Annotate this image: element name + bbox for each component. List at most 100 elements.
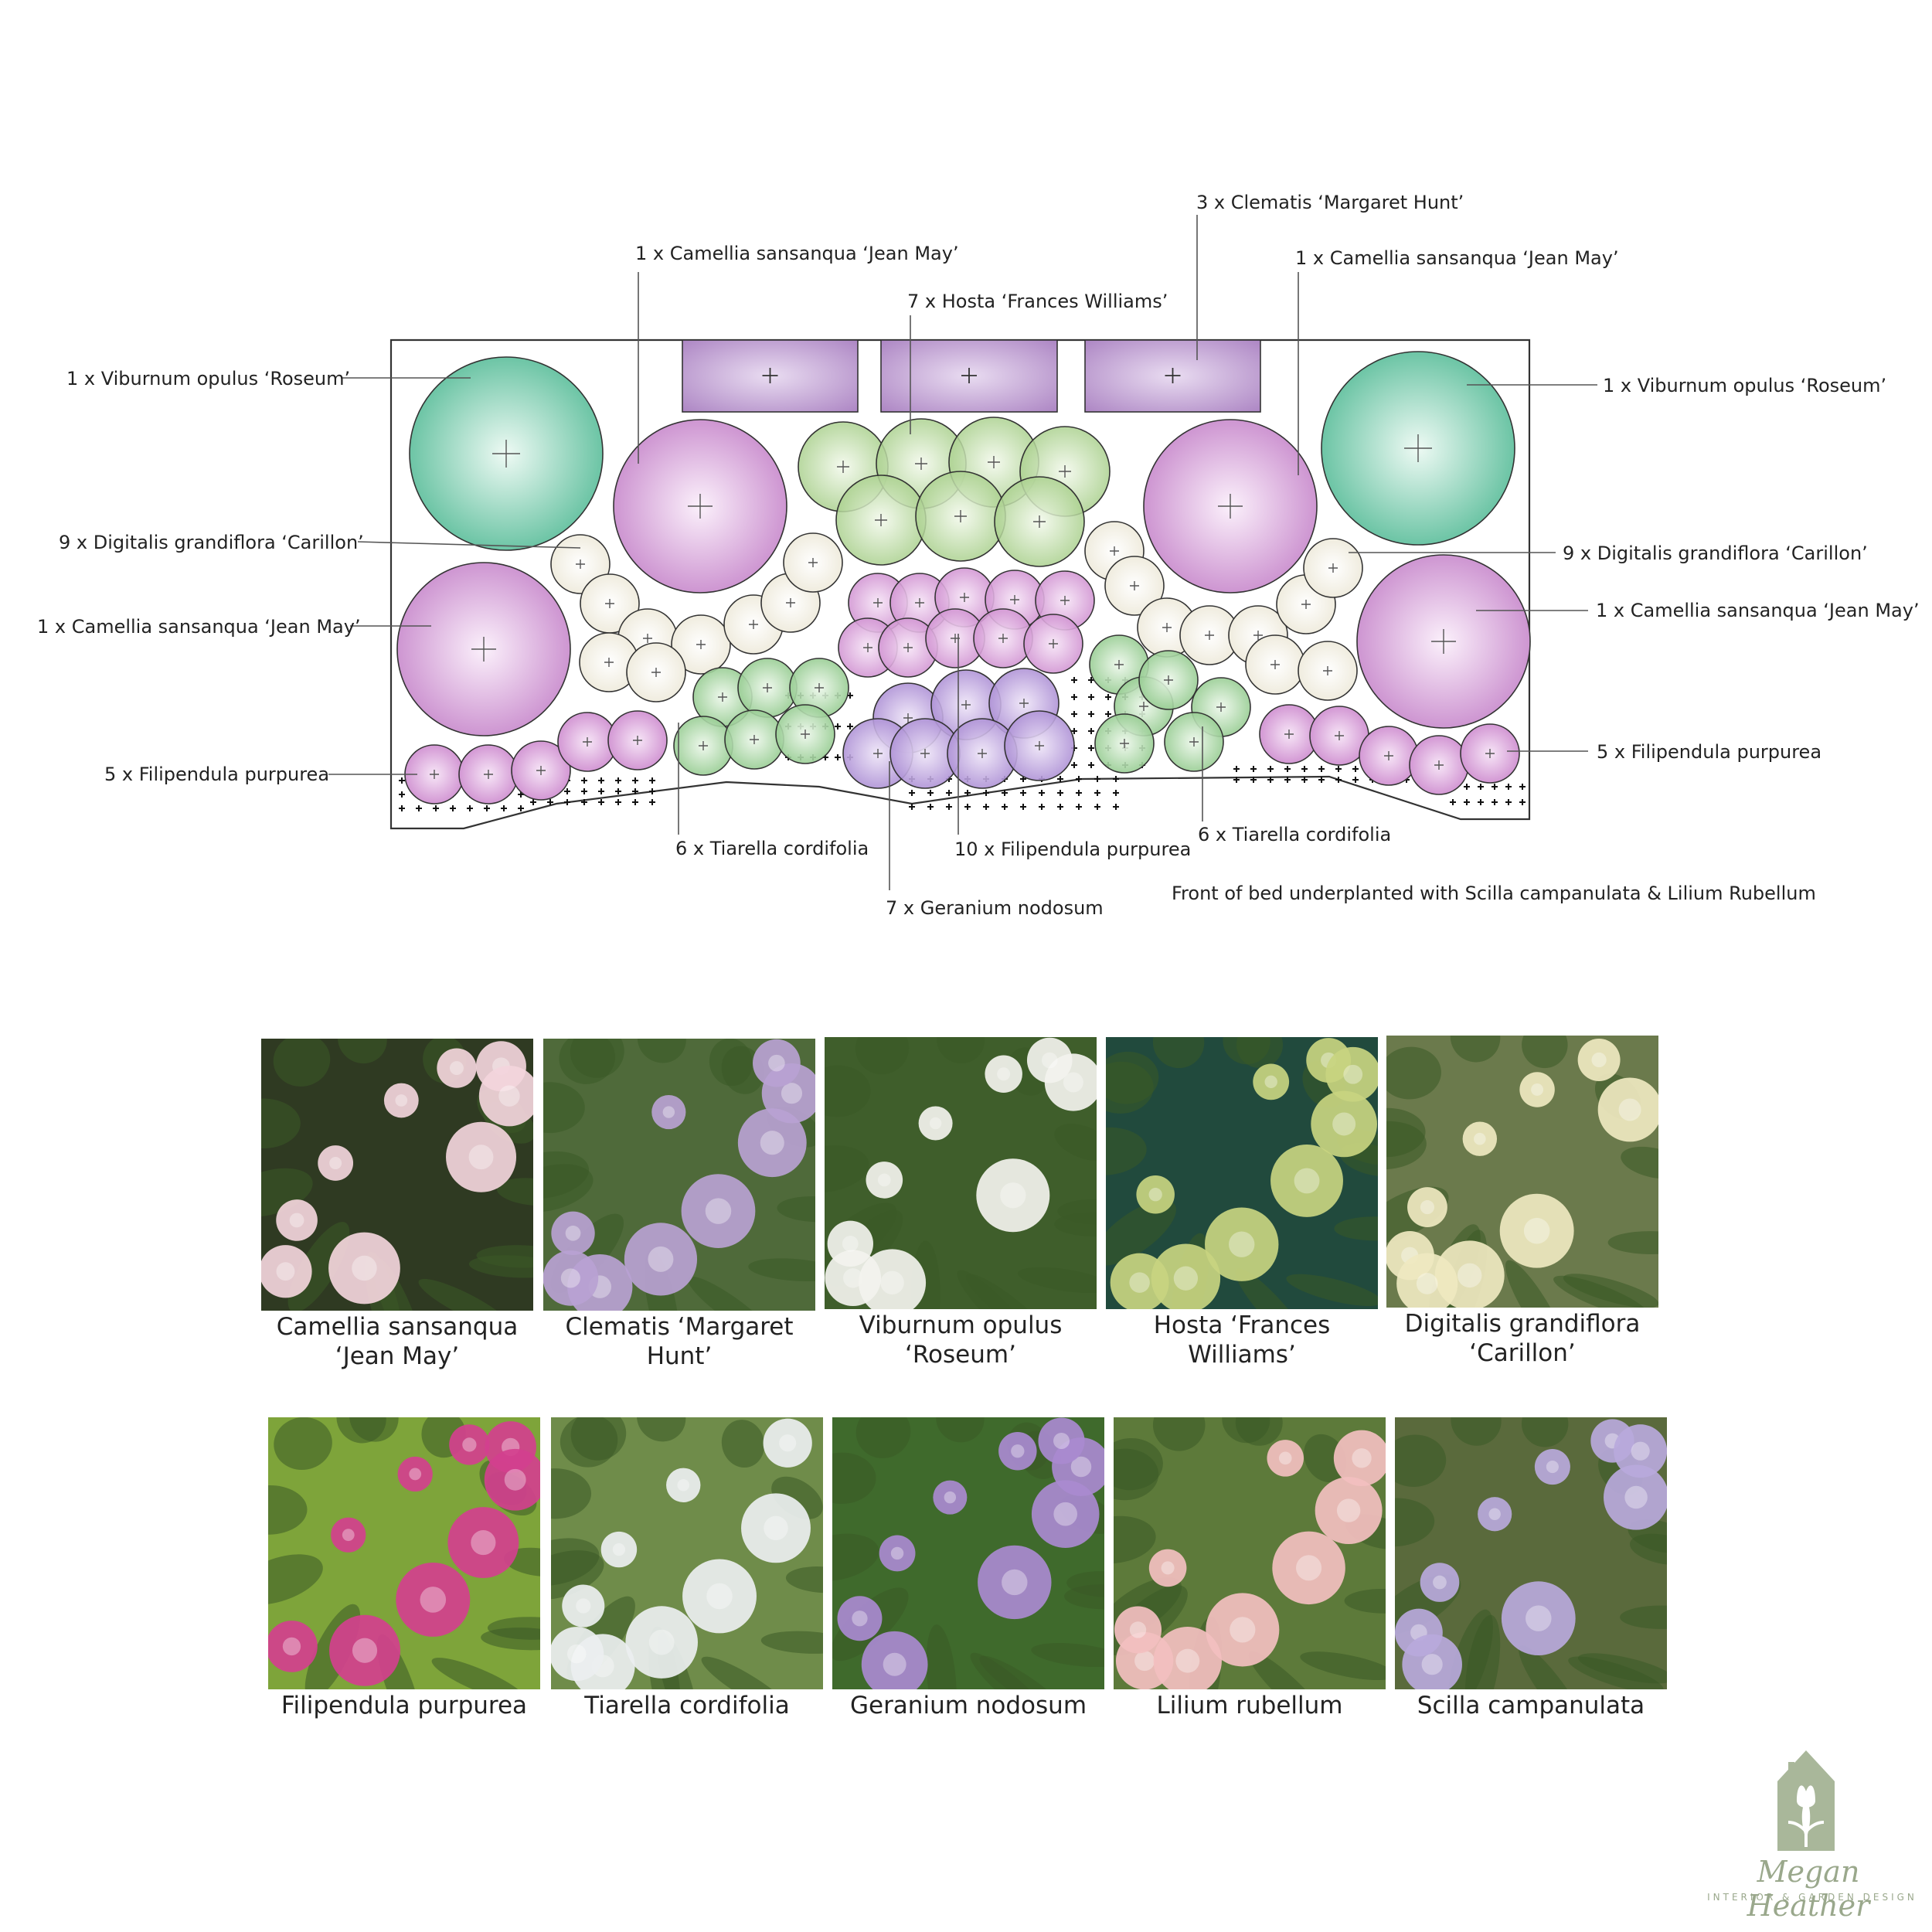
logo-tagline: INTERIOR & GARDEN DESIGN [1707,1892,1917,1903]
underplant-mark [1464,799,1470,805]
lilium-photo [1114,1417,1386,1689]
caption-viburnum: Viburnum opulus‘Roseum’ [859,1311,1063,1369]
underplant-mark [1076,790,1082,796]
plant-centre-mark [763,683,772,692]
plant-centre-mark [1328,563,1338,573]
house-tulip-icon [1777,1750,1835,1851]
plant-centre-mark [430,770,439,779]
plant-centre-mark [633,736,642,745]
underplant-mark [484,805,490,811]
plant-centre-mark [954,510,967,522]
underplant-mark [467,805,473,811]
underplant-mark [1094,790,1100,796]
underplant-mark [564,799,570,805]
underplant-mark [399,805,405,811]
underplant-mark [1301,777,1308,783]
underplant-mark [581,799,587,805]
plant-centre-mark [920,749,930,758]
plant-centre-mark [1165,368,1181,383]
label-digitalis-left: 9 x Digitalis grandiflora ‘Carillon’ [59,532,364,553]
underplant-mark [1076,804,1082,810]
underplant-mark [1233,766,1240,772]
label-camellia-top-right: 1 x Camellia sansanqua ‘Jean May’ [1295,247,1619,269]
plant-centre-mark [492,440,520,468]
plant-centre-mark [651,668,661,677]
plant-centre-mark [750,735,759,744]
plant-centre-mark [471,637,496,662]
underplant-mark [1088,745,1094,751]
plant-centre-mark [863,643,872,652]
underplant-mark [946,790,952,796]
plant-centre-mark [1301,600,1311,609]
plant-centre-mark [961,368,977,383]
plant-centre-mark [915,598,924,607]
underplant-mark [615,799,621,805]
plant-centre-mark [536,766,546,775]
plant-centre-mark [1335,731,1344,740]
photo-art [261,1039,533,1311]
caption-geranium: Geranium nodosum [849,1692,1087,1719]
underplant-mark [1057,804,1063,810]
planting-plan: 3 x Clematis ‘Margaret Hunt’ 1 x Camelli… [37,192,1920,919]
underplant-mark [1284,777,1291,783]
plant-centre-mark [1270,660,1280,669]
viburnum-photo [825,1037,1097,1309]
underplant-mark [1505,784,1512,790]
underplant-mark [1478,799,1484,805]
underplant-mark [1450,799,1456,805]
underplant-mark [1071,694,1077,700]
underplant-mark [518,805,524,811]
plant-centre-mark [1130,581,1139,590]
underplant-mark [1352,777,1359,783]
filipendula-photo [268,1417,540,1689]
label-tiarella-left: 6 x Tiarella cordifolia [675,838,869,859]
plant-centre-mark [1019,699,1029,708]
plant-centre-mark [1434,760,1444,770]
underplant-mark [1250,766,1257,772]
underplant-mark [1071,677,1077,683]
underplant-mark [501,805,507,811]
underplant-mark [1113,804,1119,810]
camellia-photo [261,1039,533,1311]
underplant-mark [1478,784,1484,790]
underplant-mark [547,799,553,805]
plant-centre-mark [1189,737,1199,747]
plant-centre-mark [903,643,913,652]
underplant-mark [946,804,952,810]
underplant-mark [1492,784,1498,790]
underplant-mark [1318,766,1325,772]
plant-centre-mark [699,741,708,750]
underplant-mark [530,799,536,805]
caption-clematis: Clematis ‘Margaret Hunt’ [565,1313,794,1370]
underplant-mark [1335,777,1342,783]
plant-centre-mark [1139,702,1148,711]
underplant-mark [1233,777,1240,783]
digitalis-photo [1386,1036,1658,1308]
underplant-mark [1088,677,1094,683]
underplant-mark [615,788,621,794]
caption-tiarella: Tiarella cordifolia [584,1692,790,1719]
underplant-mark [1301,766,1308,772]
underplant-mark [909,804,915,810]
underplant-mark [1088,762,1094,768]
underplant-mark [909,790,915,796]
underplant-mark [399,777,405,784]
label-clematis: 3 x Clematis ‘Margaret Hunt’ [1196,192,1464,213]
underplant-mark [649,777,655,784]
caption-scilla: Scilla campanulata [1417,1692,1645,1719]
underplant-mark [416,805,422,811]
plant-centre-mark [1059,465,1071,478]
underplant-mark [1057,776,1063,782]
underplant-mark [1088,728,1094,734]
underplant-mark [1105,711,1111,717]
plant-centre-mark [903,713,913,723]
plant-centre-mark [808,558,818,567]
label-geranium: 7 x Geranium nodosum [886,897,1104,919]
underplant-mark [983,804,989,810]
photo-art [268,1417,540,1689]
plant-centre-mark [762,368,778,383]
label-viburnum-left: 1 x Viburnum opulus ‘Roseum’ [66,368,350,389]
label-viburnum-right: 1 x Viburnum opulus ‘Roseum’ [1603,375,1886,396]
photo-card-digitalis: Digitalis grandiflora‘Carillon’ [1386,1036,1658,1368]
